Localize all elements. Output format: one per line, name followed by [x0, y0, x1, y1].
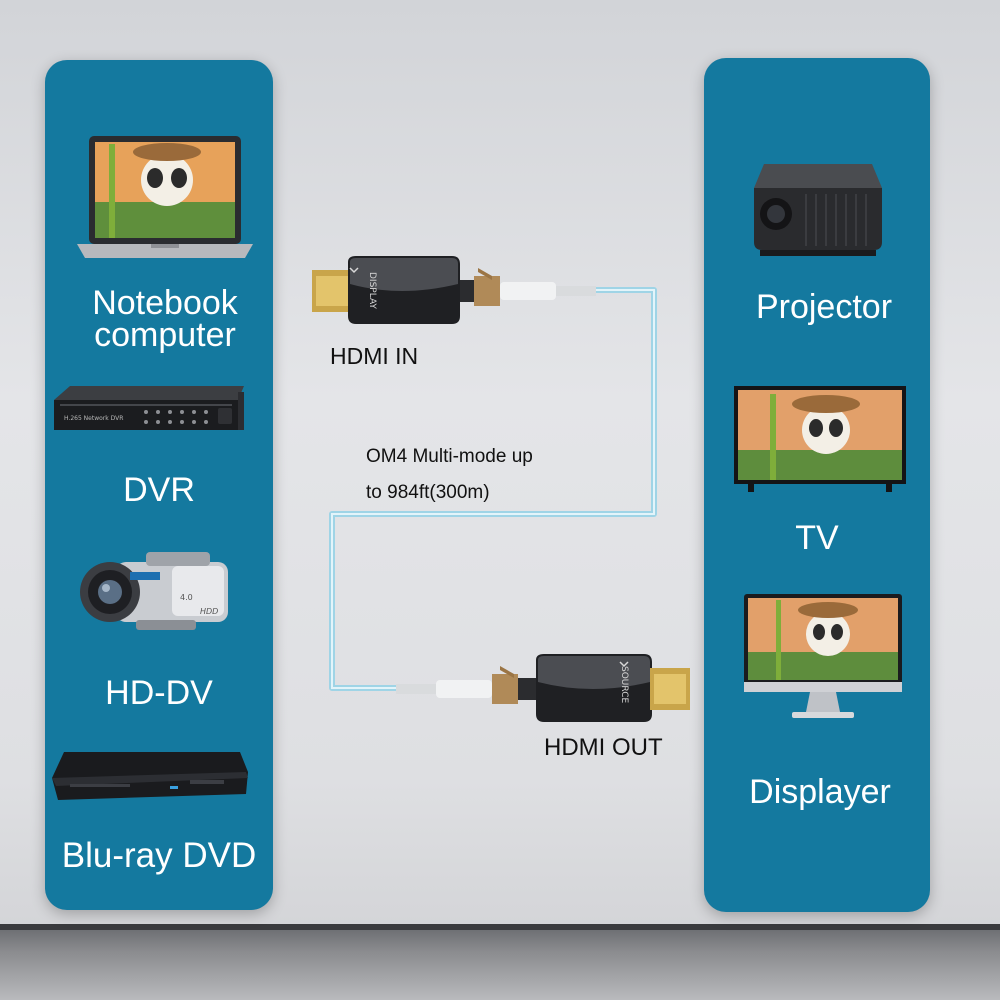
dvr-icon: H.265 Network DVR — [50, 384, 248, 436]
displayer-label: Displayer — [749, 773, 891, 811]
hdmi-out-label: HDMI OUT — [544, 734, 663, 761]
laptop-icon — [75, 132, 255, 264]
wall-baseboard — [0, 924, 1000, 932]
bluray-label: Blu-ray DVD — [61, 836, 257, 875]
cable-spec-line1: OM4 Multi-mode up — [366, 446, 533, 467]
floor — [0, 930, 1000, 1000]
hdmi-out-connector: SOURCE — [396, 652, 692, 726]
hdmi-in-marking: DISPLAY — [367, 272, 377, 309]
tv-label: TV — [795, 519, 839, 557]
dvr-label: DVR — [123, 471, 195, 509]
cable-spec-line2: to 984ft(300m) — [366, 482, 490, 503]
hdmi-out-marking: SOURCE — [619, 666, 629, 703]
hdmi-in-label: HDMI IN — [330, 343, 419, 369]
dvr-model-text: H.265 Network DVR — [64, 415, 123, 422]
camcorder-hdd-text: HDD — [200, 607, 218, 616]
tv-icon — [734, 386, 906, 492]
monitor-icon — [744, 594, 902, 722]
camcorder-icon: 4.0 HDD — [76, 548, 236, 636]
projector-icon — [750, 158, 884, 258]
fiber-cable — [320, 270, 670, 710]
projector-label: Projector — [755, 288, 893, 326]
notebook-label-line1: Notebook — [92, 284, 238, 322]
notebook-label-line2: computer — [94, 316, 236, 354]
bluray-player-icon — [50, 748, 250, 806]
hddv-label: HD-DV — [105, 674, 213, 712]
camcorder-badge-text: 4.0 — [180, 593, 193, 602]
hdmi-in-connector: DISPLAY — [310, 254, 604, 328]
